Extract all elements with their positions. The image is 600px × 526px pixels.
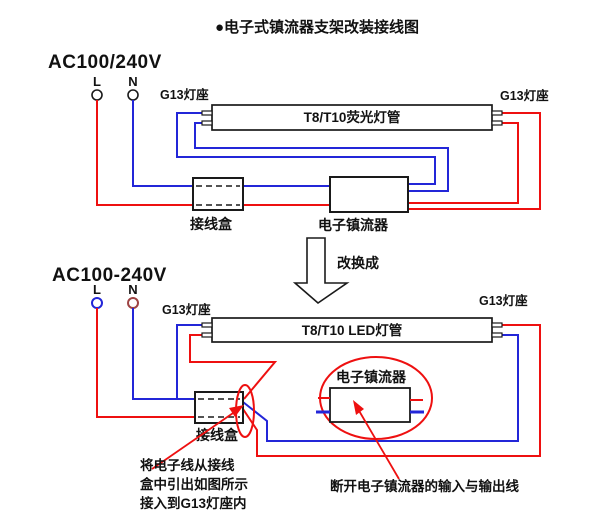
top-ballast-red-output-2 [408,112,541,210]
bottom-neutral-terminal-label: N [128,282,137,297]
bottom-red-wire-right-pin [242,324,541,457]
top-ballast-label: 电子镇流器 [318,217,389,233]
top-neutral-wire-in [132,100,193,187]
top-power-label: AC100/240V [48,52,162,73]
top-line-terminal [91,89,103,101]
transition-label: 改换成 [337,255,379,271]
top-neutral-terminal [127,89,139,101]
note-left-line-2: 盒中引出如图所示 [139,476,248,492]
top-socket-left-label: G13灯座 [160,87,209,102]
bottom-ballast-box [329,387,411,423]
bottom-blue-wire-right-pin [242,334,519,442]
top-junction-box-label: 接线盒 [190,216,233,232]
bottom-line-terminal-label: L [93,282,101,297]
fluorescent-diagram: AC100/240V L N T8/T10荧光灯管 G13灯座 G13灯座 接线… [48,52,549,233]
tube-pin-top-left-2 [201,120,213,126]
top-ballast-blue-output-1 [176,112,436,185]
bottom-power-label: AC100-240V [52,265,167,286]
bottom-blue-wire-left-pin [176,324,202,399]
bottom-socket-left-label: G13灯座 [162,302,211,317]
bottom-red-wire-left-pin [189,334,278,400]
bottom-ballast-label: 电子镇流器 [336,369,407,385]
note-left-line-1: 将电子线从接线 [140,457,235,473]
note-right-arrowhead [353,400,364,415]
top-live-wire-in [96,100,193,206]
led-diagram: AC100-240V L N T8/T10 LED灯管 G13灯座 G13灯座 … [52,265,541,511]
tube-pin-top-left-1 [201,110,213,116]
tube-pin-top-right-1 [491,110,503,116]
note-left-arrowhead [229,405,244,417]
bottom-neutral-terminal [127,297,139,309]
note-left-arrow-line [151,410,237,470]
tube-pin-bottom-left-1 [201,322,213,328]
tube-pin-top-right-2 [491,120,503,126]
top-line-terminal-label: L [93,74,101,89]
top-ballast-red-output-1 [408,122,519,204]
top-neutral-terminal-label: N [128,74,137,89]
top-ballast-box [329,176,409,213]
tube-pin-bottom-left-2 [201,332,213,338]
tube-pin-bottom-right-1 [491,322,503,328]
big-down-arrow [292,237,350,305]
tube-pin-bottom-right-2 [491,332,503,338]
led-tube [211,317,493,343]
note-right: 断开电子镇流器的输入与输出线 [330,478,519,494]
led-tube-label: T8/T10 LED灯管 [302,322,403,338]
top-socket-right-label: G13灯座 [500,88,549,103]
bottom-live-wire-in [96,308,195,418]
transition: 改换成 [292,237,379,305]
bottom-line-terminal [91,297,103,309]
top-ballast-blue-output-2 [194,122,449,192]
note-left-line-3: 接入到G13灯座内 [140,495,247,511]
bottom-socket-right-label: G13灯座 [479,293,528,308]
fluorescent-tube [211,104,493,131]
bottom-neutral-wire-in [132,308,195,400]
note-right-arrow-line [357,408,400,480]
page-title: ●电子式镇流器支架改装接线图 [215,18,419,36]
fluorescent-tube-label: T8/T10荧光灯管 [304,109,401,125]
